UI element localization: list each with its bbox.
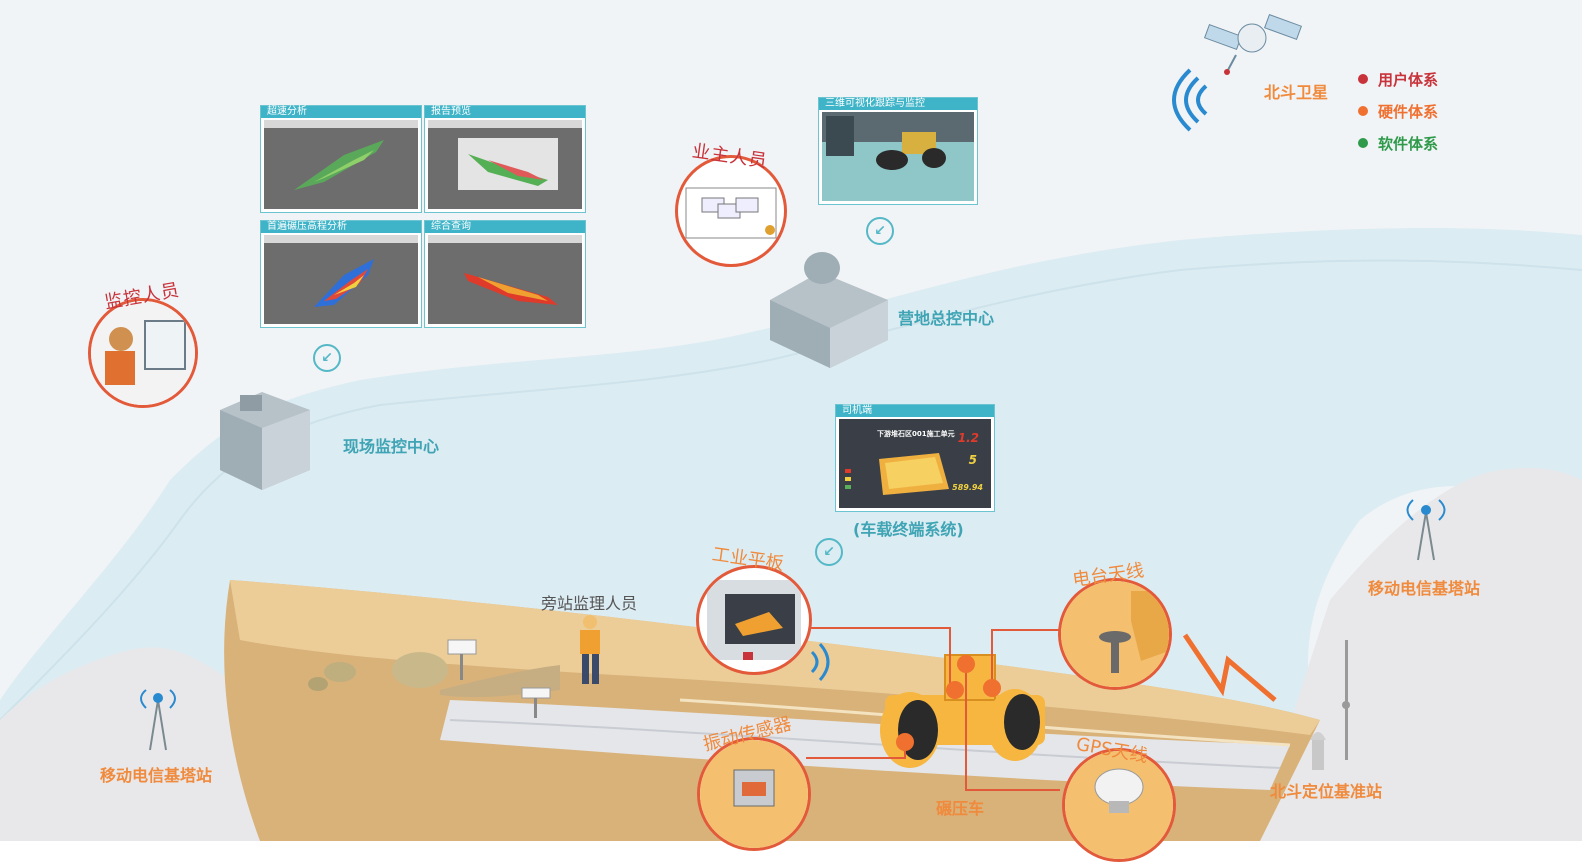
radio-antenna-graphic (1061, 581, 1169, 687)
roller-3d-graphic (822, 112, 974, 170)
panel-title-speed-analysis: 超速分析 (261, 106, 421, 118)
driver-value-passes: 5 (968, 453, 977, 467)
query-map-graphic (428, 235, 582, 305)
panel-screen (264, 120, 418, 209)
gps-antenna-graphic (1065, 751, 1173, 859)
panel-screen (428, 235, 582, 324)
driver-value-speed: 1.2 (957, 431, 979, 445)
panel-screen (822, 112, 974, 201)
panel-comprehensive-query: 综合查询 (424, 220, 586, 328)
elevation-map-graphic (264, 235, 418, 307)
panel-title-driver-end: 司机端 (836, 405, 994, 417)
legend-dot-orange (1358, 106, 1368, 116)
beidou-base-station-label: 北斗定位基准站 (1270, 782, 1383, 801)
tower-station-left-label: 移动电信基塔站 (100, 766, 213, 785)
flow-arrow-icon: ↙ (815, 538, 843, 566)
scene-illustration (0, 0, 1582, 841)
legend-dot-green (1358, 138, 1368, 148)
callout-radio-antenna (1058, 578, 1172, 690)
panel-screen (264, 235, 418, 324)
panel-screen (428, 120, 582, 209)
legend-label-software: 软件体系 (1378, 135, 1439, 153)
legend-label-hardware: 硬件体系 (1378, 103, 1439, 121)
roller-label: 碾压车 (936, 799, 985, 818)
vehicle-terminal-label: (车载终端系统) (853, 520, 964, 539)
flow-arrow-icon: ↙ (866, 217, 894, 245)
tablet-graphic (707, 580, 801, 660)
panel-screen: 下游堆石区001施工单元 1.2 5 589.94 (839, 419, 991, 508)
panel-3d-visualization: 三维可视化跟踪与监控 (818, 97, 978, 205)
camp-control-center-label: 营地总控中心 (898, 309, 995, 328)
panel-report-preview: 报告预览 (424, 105, 586, 213)
monitor-person-graphic (91, 301, 195, 405)
driver-map-graphic (845, 453, 949, 495)
vibration-sensor-graphic (700, 740, 808, 848)
panel-first-pass-analysis: 首遍碾压高程分析 (260, 220, 422, 328)
legend-item-software-system: 软件体系 (1358, 133, 1438, 154)
legend-label-user: 用户体系 (1378, 71, 1439, 89)
callout-owner (675, 155, 787, 267)
tower-station-right-label: 移动电信基塔站 (1368, 579, 1481, 598)
speed-map-graphic (264, 120, 418, 190)
driver-value-elevation: 589.94 (952, 483, 983, 492)
panel-title-comprehensive-query: 综合查询 (425, 221, 585, 233)
legend-item-user-system: 用户体系 (1358, 69, 1438, 90)
panel-title-report-preview: 报告预览 (425, 106, 585, 118)
panel-speed-analysis: 超速分析 (260, 105, 422, 213)
callout-industrial-tablet (696, 565, 812, 675)
report-preview-graphic (428, 120, 582, 190)
legend-item-hardware-system: 硬件体系 (1358, 101, 1438, 122)
callout-monitor (88, 298, 198, 408)
panel-title-first-pass-analysis: 首遍碾压高程分析 (261, 221, 421, 233)
driver-screen-title: 下游堆石区001施工单元 (877, 430, 955, 438)
flow-arrow-icon: ↙ (313, 344, 341, 372)
legend-dot-red (1358, 74, 1368, 84)
beidou-satellite-label: 北斗卫星 (1264, 83, 1329, 102)
panel-title-3d-visualization: 三维可视化跟踪与监控 (819, 98, 977, 110)
bystander-supervisor-label: 旁站监理人员 (541, 594, 638, 613)
callout-vibration-sensor (697, 737, 811, 851)
site-monitoring-center-label: 现场监控中心 (343, 437, 440, 456)
owner-screen-graphic (685, 187, 777, 239)
callout-gps-antenna (1062, 748, 1176, 862)
panel-driver-end: 司机端 下游堆石区001施工单元 1.2 5 589.94 (835, 404, 995, 512)
